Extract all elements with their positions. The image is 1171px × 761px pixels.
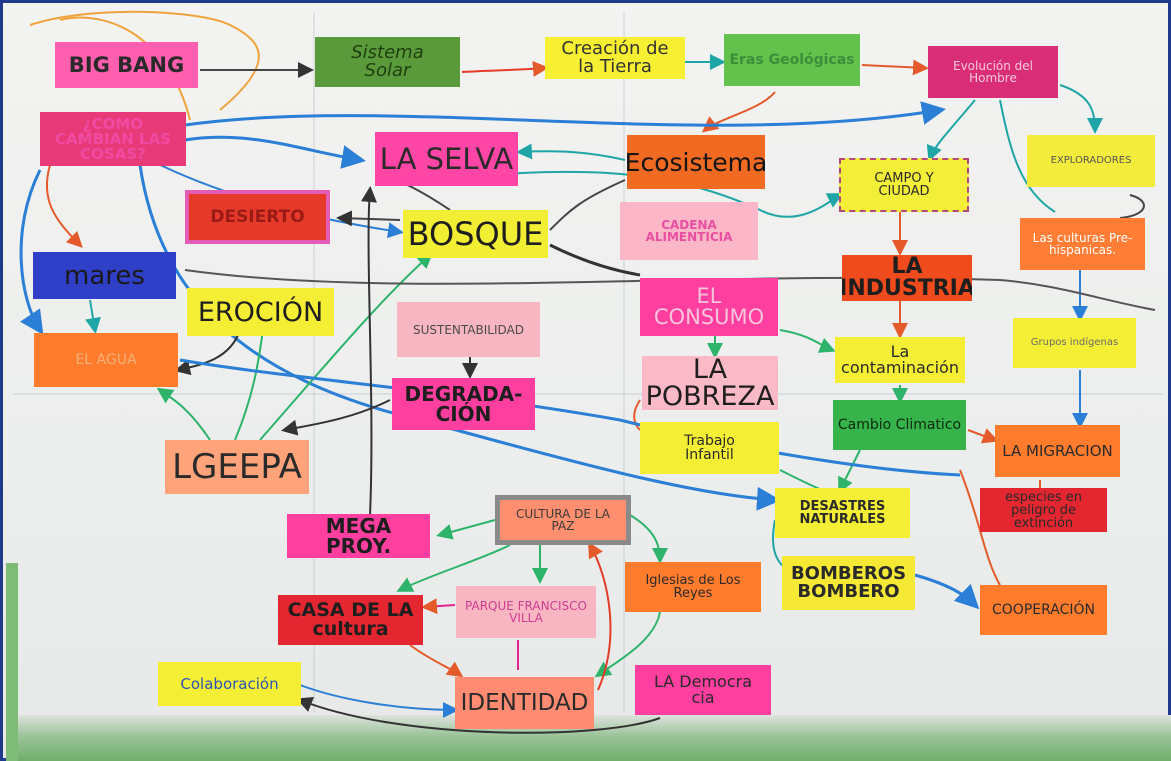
arrow-eras-evolucion [861, 59, 929, 76]
card-mares: mares [33, 252, 176, 299]
card-cultura-paz: CULTURA DE LA PAZ [495, 495, 631, 545]
card-como-cambian: ¿COMO CAMBIAN LAS COSAS? [40, 112, 186, 166]
card-la-democracia: LA Democra cia [635, 665, 771, 715]
card-bomberos: BOMBEROS BOMBERO [782, 556, 915, 610]
card-erocion: EROCIÓN [187, 288, 334, 336]
card-la-contaminacion: La contaminación [835, 337, 965, 383]
card-la-pobreza: LA POBREZA [642, 356, 778, 410]
arrow-evolucion-campo [926, 99, 976, 162]
arrow-mares-agua [85, 299, 101, 334]
card-creacion-tierra: Creación de la Tierra [545, 37, 685, 79]
arrow-paz-mega [436, 519, 496, 540]
card-campo-ciudad: CAMPO Y CIUDAD [839, 158, 969, 212]
arrow-evolucion-culturas [999, 99, 1056, 213]
arrow-ecosistema-bosque [549, 179, 626, 231]
arrow-evolucion-exploradores [1059, 84, 1103, 134]
arrow-bosque-consumo [549, 243, 641, 277]
card-big-bang: BIG BANG [55, 42, 198, 88]
arrow-bomberos-cooperacion [914, 573, 980, 610]
card-culturas-prehispanicas: Las culturas Pre- hispanicas. [1020, 218, 1145, 270]
doodle-line [59, 16, 191, 121]
arrow-paz-casa [396, 544, 511, 592]
card-cambio-climatico: Cambio Climatico [833, 400, 966, 450]
arrow-long-blue [179, 358, 961, 477]
doodle-line [29, 10, 260, 111]
arrow-sistema-creacion [461, 60, 549, 77]
arrow-identidad-paz [588, 541, 612, 691]
card-desierto: DESIERTO [185, 190, 330, 244]
card-la-migracion: LA MIGRACION [995, 425, 1120, 477]
card-colaboracion: Colaboración [158, 662, 301, 706]
arrow-casa-identidad [409, 644, 464, 678]
arrow-cambio-migracion [967, 428, 999, 444]
card-especies-peligro: especies en peligro de extinción [980, 488, 1107, 532]
card-cadena-alimenticia: CADENA ALIMENTICIA [620, 202, 758, 260]
arrow-long-gray [184, 269, 1156, 311]
card-mega-proyectos: MEGA PROY. [287, 514, 430, 558]
arrow-bosque-desierto [336, 210, 401, 227]
card-la-selva: LA SELVA [375, 132, 518, 186]
card-ecosistema: Ecosistema [627, 135, 765, 189]
card-trabajo-infantil: Trabajo Infantil [640, 422, 779, 474]
arrow-desastres-cooperacion [959, 469, 1001, 586]
arrow-pobreza-contaminacion [779, 329, 836, 353]
card-la-industria: LA INDUSTRIA [842, 255, 972, 301]
arrow-como-evolucion [184, 101, 946, 127]
card-cooperacion: COOPERACIÓN [980, 585, 1107, 635]
card-identidad: IDENTIDAD [455, 677, 594, 729]
arrow-democracia-colaboracion [296, 697, 661, 734]
arrow-ecosistema-selva [516, 143, 626, 161]
arrow-lgeepa-agua [156, 387, 211, 441]
arrow-parque-casa [421, 598, 456, 615]
card-lgeepa: LGEEPA [165, 440, 309, 494]
card-el-consumo: EL CONSUMO [640, 278, 778, 336]
arrow-como-selva [184, 135, 366, 169]
card-exploradores: EXPLORADORES [1027, 135, 1155, 187]
arrow-como-mares [45, 164, 83, 248]
arrow-culturas-brown [1119, 194, 1145, 219]
wall-background-left [6, 563, 18, 761]
arrow-lgeepa-bosque [259, 252, 433, 441]
card-parque-francisco-villa: PARQUE FRANCISCO VILLA [456, 586, 596, 638]
arrow-colaboracion-identidad [299, 684, 459, 718]
arrow-paz-iglesias [629, 514, 668, 564]
arrow-degradacion-desierto [281, 399, 391, 436]
card-iglesias: Iglesias de Los Reyes [625, 562, 761, 612]
card-eras-geologicas: Eras Geológicas [724, 34, 860, 86]
arrow-lgeepa-erocion [234, 319, 266, 441]
card-casa-cultura: CASA DE LA cultura [278, 595, 423, 645]
arrow-erocion-agua [174, 329, 241, 376]
card-desastres-naturales: DESASTRES NATURALES [775, 488, 910, 538]
card-evolucion-hombre: Evolución del Hombre [928, 46, 1058, 98]
card-sistema-solar: Sistema Solar [315, 37, 460, 87]
arrow-pobreza-trabajo [633, 399, 641, 431]
card-sustentabilidad: SUSTENTABILIDAD [397, 302, 540, 357]
card-el-agua: EL AGUA [34, 333, 178, 387]
arrow-cambio-desastres [838, 449, 861, 494]
card-grupos-indigenas: Grupos indígenas [1013, 318, 1136, 368]
arrow-mega-selva [361, 186, 377, 516]
card-bosque: BOSQUE [403, 210, 548, 258]
card-degradacion: DEGRADA- CIÓN [392, 378, 535, 430]
arrow-como-agua [19, 169, 44, 335]
